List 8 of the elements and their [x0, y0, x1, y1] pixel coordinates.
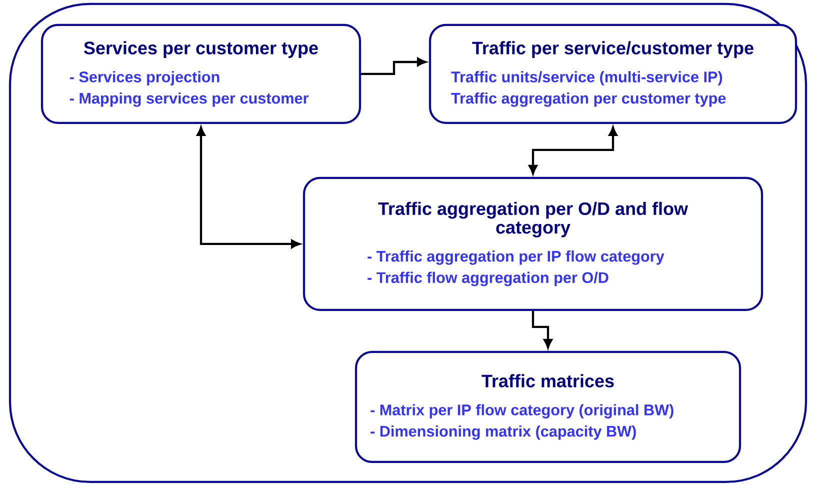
arrow [196, 126, 300, 248]
arrow [361, 58, 426, 76]
process-box: Traffic per service/customer type Traffic units/service (multi-service IP) Traffic aggregation per customer type [428, 24, 798, 124]
process-box: Services per customer type - Services projection - Mapping services per customer [40, 24, 362, 124]
process-box: Traffic matrices - Matrix per IP flow category (original BW) - Dimensioning matrix (capacity BW) [354, 350, 742, 464]
arrow [528, 126, 618, 174]
process-box: Traffic aggregation per O/D and flow category - Traffic aggregation per IP flow category - Traffic flow aggregation per O/D [302, 176, 764, 312]
arrow [532, 311, 552, 348]
